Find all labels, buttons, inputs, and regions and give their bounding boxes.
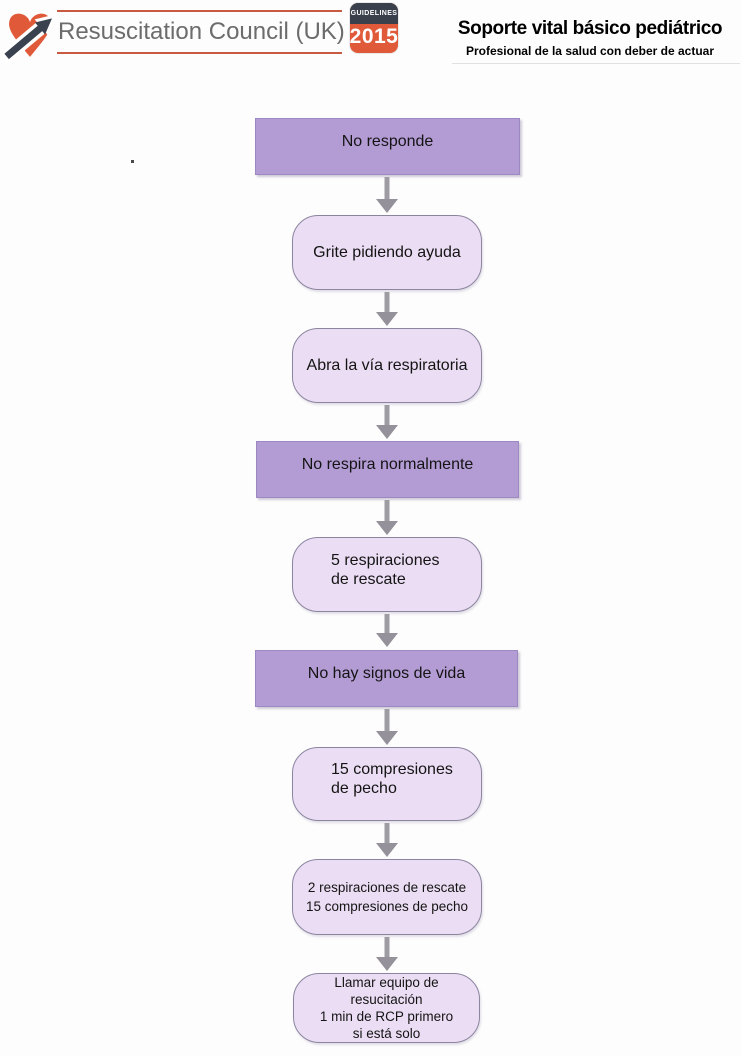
node-label-line: 15 compresiones de pecho — [305, 899, 469, 914]
node-label: Grite pidiendo ayuda — [313, 244, 461, 261]
node-label-line: 5 respiraciones — [331, 551, 440, 569]
arrow-head — [376, 843, 398, 857]
node-no-respira-normalmente: No respira normalmente — [256, 441, 519, 498]
arrow-head — [376, 633, 398, 647]
scan-speck-artifact — [131, 160, 134, 163]
node-15-compresiones-de-pecho: 15 compresiones de pecho — [292, 747, 482, 821]
node-label-line: de pecho — [331, 780, 397, 797]
arrow-head — [376, 731, 398, 745]
arrow-stem — [384, 292, 390, 313]
node-label-line: resucitación — [350, 992, 423, 1007]
down-arrow-icon — [375, 177, 399, 213]
guidelines-2015-badge: GUIDELINES 2015 — [350, 3, 398, 53]
brand-rule-top — [57, 10, 342, 12]
page-title: Soporte vital básico pediátrico — [457, 18, 723, 39]
arrow-stem — [384, 177, 390, 200]
arrow-stem — [384, 709, 390, 732]
down-arrow-icon — [375, 823, 399, 857]
node-label-line: 15 compresiones — [331, 761, 453, 778]
node-label-line: 1 min de RCP primero — [319, 1009, 454, 1024]
arrow-stem — [384, 500, 390, 522]
node-label: No respira normalmente — [301, 456, 474, 473]
node-no-responde: No responde — [255, 118, 520, 175]
node-grite-pidiendo-ayuda: Grite pidiendo ayuda — [292, 215, 482, 290]
heart-arrow-icon — [3, 13, 57, 64]
arrow-head — [376, 425, 398, 439]
down-arrow-icon — [375, 500, 399, 535]
node-abra-via-respiratoria: Abra la vía respiratoria — [292, 328, 482, 403]
arrow-head — [376, 312, 398, 326]
brand-name: Resuscitation Council (UK) — [58, 18, 345, 45]
node-label-line: 2 respiraciones de rescate — [307, 880, 467, 895]
node-2-respiraciones-15-compresiones: 2 respiraciones de rescate 15 compresion… — [292, 859, 482, 935]
arrow-stem — [384, 405, 390, 426]
page-subtitle: Profesional de la salud con deber de act… — [465, 44, 715, 58]
node-label-line: Llamar equipo de — [334, 975, 439, 990]
arrow-head — [376, 957, 398, 971]
arrow-stem — [384, 614, 390, 634]
node-label-line: si está solo — [352, 1026, 421, 1041]
badge-label: GUIDELINES — [350, 3, 398, 24]
down-arrow-icon — [375, 709, 399, 745]
subtitle-underline — [452, 63, 740, 64]
badge-year: 2015 — [350, 24, 398, 48]
arrow-stem — [384, 823, 390, 844]
node-label-line: de rescate — [331, 570, 406, 588]
node-label: Abra la vía respiratoria — [306, 357, 468, 374]
down-arrow-icon — [375, 405, 399, 439]
arrow-stem — [384, 937, 390, 958]
node-5-respiraciones-de-rescate: 5 respiraciones de rescate — [292, 537, 482, 612]
arrow-head — [376, 521, 398, 535]
down-arrow-icon — [375, 292, 399, 326]
node-label: No hay signos de vida — [307, 665, 466, 682]
document-title-block: Soporte vital básico pediátrico Profesio… — [440, 18, 740, 58]
node-label: No responde — [341, 133, 434, 150]
arrow-head — [376, 199, 398, 213]
down-arrow-icon — [375, 937, 399, 971]
brand-rule-bottom — [57, 52, 342, 54]
down-arrow-icon — [375, 614, 399, 647]
node-no-hay-signos-de-vida: No hay signos de vida — [255, 650, 518, 707]
node-llamar-equipo-resucitacion: Llamar equipo de resucitación 1 min de R… — [293, 973, 480, 1043]
